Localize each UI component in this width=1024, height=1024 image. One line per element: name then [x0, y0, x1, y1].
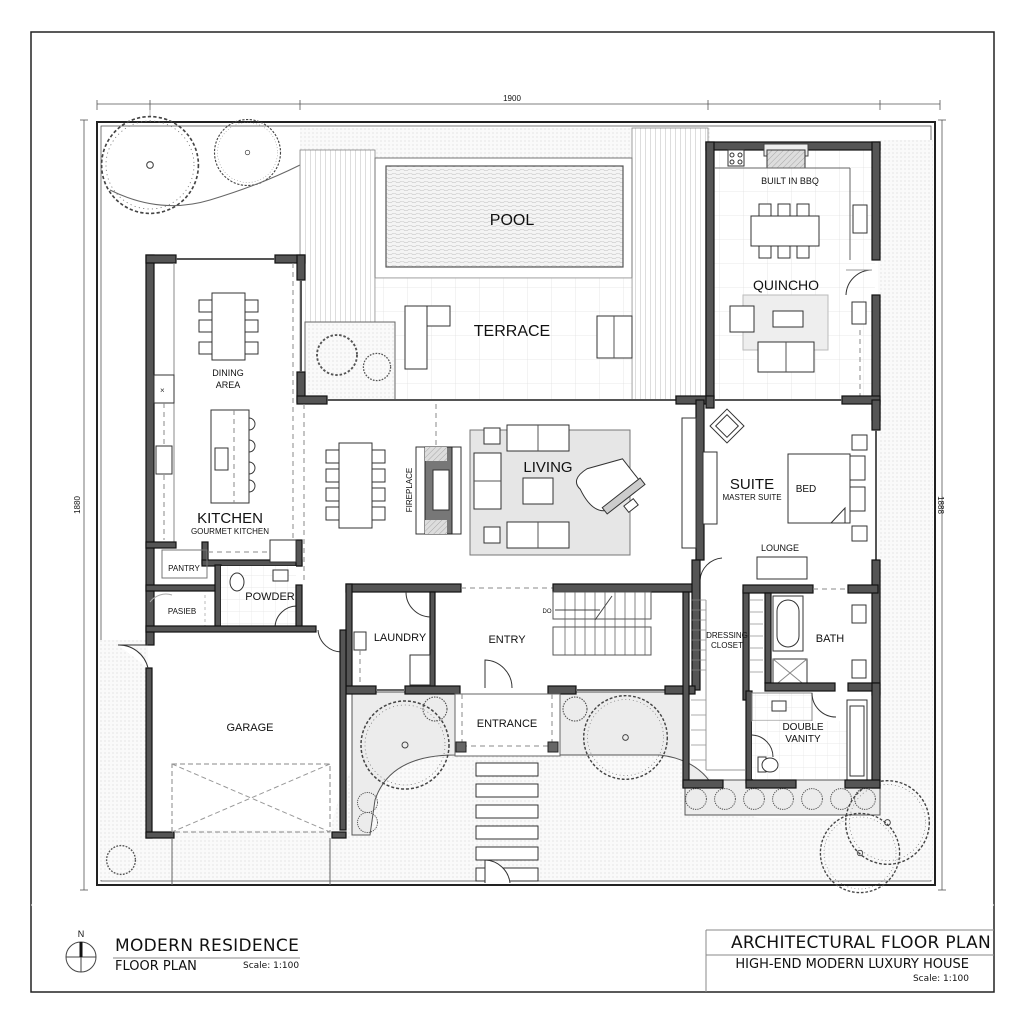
north-arrow-icon	[65, 941, 97, 973]
dining-area-label-line2: AREA	[216, 380, 241, 390]
sheet-title: ARCHITECTURAL FLOOR PLAN	[731, 933, 991, 953]
dining-area-label-line1: DINING	[212, 368, 244, 378]
pantry-label: PANTRY	[168, 564, 200, 573]
fireplace-label: FIREPLACE	[405, 468, 414, 512]
interior-walls-center	[317, 559, 701, 831]
living-label: LIVING	[523, 459, 572, 476]
project-subtitle: FLOOR PLAN	[115, 959, 197, 974]
project-scale: Scale: 1:100	[243, 961, 300, 971]
master-suite-room	[699, 408, 868, 581]
toilet-icon	[229, 572, 245, 592]
stair-tag: DO	[543, 609, 552, 615]
terrace-sofa	[404, 305, 451, 370]
powder-label: POWDER	[245, 591, 295, 603]
project-title: MODERN RESIDENCE	[115, 936, 300, 956]
pool	[385, 165, 624, 268]
bbq-grill-icon	[766, 149, 806, 169]
dining-table	[211, 292, 246, 361]
title-block-right-frame	[705, 929, 994, 992]
dressing-closet-label-line2: CLOSET	[711, 641, 743, 650]
lounge-sofa	[756, 556, 808, 580]
bed	[787, 453, 851, 524]
terrace-label: TERRACE	[474, 323, 550, 340]
garage-room	[117, 644, 347, 885]
kitchen-sublabel: GOURMET KITCHEN	[191, 527, 269, 536]
sheet-scale: Scale: 1:100	[912, 974, 969, 984]
dressing-closet-label-line1: DRESSING	[706, 631, 748, 640]
double-vanity-label-line2: VANITY	[785, 734, 821, 745]
laundry-label: LAUNDRY	[374, 632, 427, 644]
bed-label: BED	[796, 484, 817, 495]
dimension-top: 1900	[503, 94, 521, 103]
toilet-icon	[761, 757, 779, 773]
trees-top-left	[100, 115, 301, 215]
kitchen-room: ×	[145, 263, 317, 633]
living-dining-table	[338, 442, 373, 529]
grand-piano-icon	[575, 458, 646, 515]
built-in-bbq-label: BUILT IN BBQ	[761, 176, 819, 186]
entrance-porch	[454, 693, 561, 884]
sink-icon	[272, 569, 289, 582]
living-room	[303, 404, 718, 580]
lounge-label: LOUNGE	[761, 543, 799, 553]
bathtub-icon	[776, 599, 800, 648]
quincho-room	[705, 141, 881, 421]
double-vanity-label-line1: DOUBLE	[782, 722, 823, 733]
north-label: N	[78, 929, 85, 939]
kitchen-label: KITCHEN	[197, 510, 263, 527]
quincho-label: QUINCHO	[753, 277, 819, 293]
bath-label: BATH	[816, 633, 845, 645]
passage-label: PASIEB	[168, 607, 196, 616]
entry-label: ENTRY	[488, 634, 526, 646]
pool-label: POOL	[490, 212, 535, 229]
landscape-areas	[100, 128, 933, 880]
dimension-lines	[80, 100, 946, 891]
dimension-right: 1888	[936, 496, 945, 514]
garage-label: GARAGE	[226, 722, 273, 734]
master-bath-wing	[682, 584, 881, 789]
entrance-label: ENTRANCE	[477, 718, 538, 730]
quincho-dining-table	[750, 215, 820, 247]
sheet-subtitle: HIGH-END MODERN LUXURY HOUSE	[735, 957, 969, 972]
terrace-planter	[304, 321, 396, 401]
sheet-border	[30, 31, 995, 993]
suite-label: SUITE	[730, 476, 774, 493]
suite-sublabel: MASTER SUITE	[722, 493, 781, 502]
dimension-left: 1880	[73, 496, 82, 514]
svg-text:×: ×	[160, 386, 165, 395]
cooktop-icon	[155, 445, 173, 475]
